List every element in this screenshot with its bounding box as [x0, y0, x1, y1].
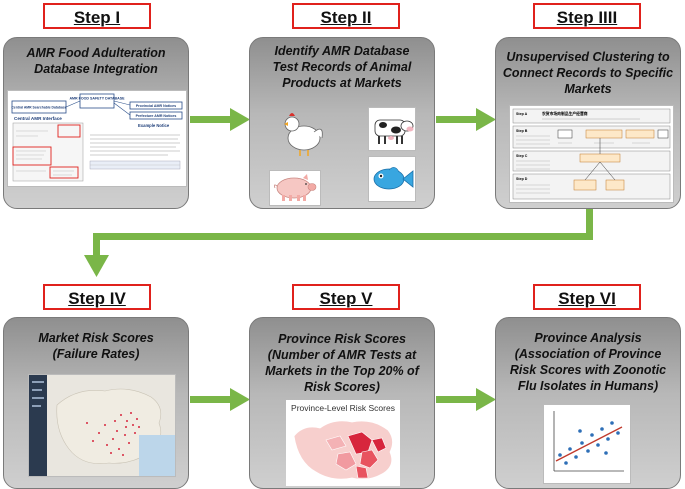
- step-1-panel: AMR Food Adulteration Database Integrati…: [3, 37, 189, 209]
- center-box-text: AMR FOOD SAFETY DATABASE: [69, 97, 125, 101]
- scatter-plot-card: [543, 404, 631, 484]
- chinese-title: 农贸市场肉制品生产经营商: [541, 111, 588, 116]
- right-box-1-text: Provincial AMR Notices: [136, 104, 176, 108]
- cluster-step-a: Step A: [516, 112, 528, 116]
- step-6-panel: Province Analysis (Association of Provin…: [495, 317, 681, 489]
- province-risk-map: Province-Level Risk Scores: [286, 400, 400, 486]
- cow-icon: [368, 107, 416, 151]
- arrow-step1-to-step2: [190, 108, 250, 131]
- step-4-label: Step IV: [43, 284, 151, 310]
- cluster-step-b: Step B: [516, 129, 528, 133]
- association-scatter-plot: [553, 411, 624, 472]
- step-6-title: Province Analysis (Association of Provin…: [509, 331, 667, 393]
- step-1-diagram-card: AMR FOOD SAFETY DATABASE Central AMR Sea…: [7, 90, 187, 187]
- province-map-title: Province-Level Risk Scores: [291, 403, 395, 413]
- arrow-step2-to-step3: [436, 108, 496, 131]
- step-4-title: Market Risk Scores (Failure Rates): [38, 331, 154, 361]
- right-box-2-text: Prefecture AMR Notices: [136, 114, 177, 118]
- step-2-title: Identify AMR Database Test Records of An…: [272, 44, 412, 90]
- clustering-diagram: Step A 农贸市场肉制品生产经营商 Step B Step C Step D: [512, 108, 671, 200]
- example-title-text: Example Notice: [138, 123, 170, 128]
- pig-icon: [269, 170, 321, 206]
- market-risk-map: [28, 374, 176, 477]
- step-6-label: Step VI: [533, 284, 641, 310]
- cluster-step-c: Step C: [516, 154, 528, 158]
- database-integration-diagram: AMR FOOD SAFETY DATABASE Central AMR Sea…: [11, 93, 183, 182]
- step-2-label: Step II: [292, 3, 400, 29]
- step-3-label: Step IIII: [533, 3, 641, 29]
- left-box-text: Central AMR Searchable Database: [11, 106, 66, 110]
- arrow-step5-to-step6: [436, 388, 496, 411]
- step-1-title: AMR Food Adulteration Database Integrati…: [26, 46, 166, 76]
- cluster-step-d: Step D: [516, 177, 528, 181]
- step-5-title: Province Risk Scores (Number of AMR Test…: [265, 332, 419, 394]
- fish-icon: [368, 156, 416, 202]
- step-2-panel: Identify AMR Database Test Records of An…: [249, 37, 435, 209]
- arrow-step3-to-step4: [84, 203, 593, 277]
- step-4-panel: Market Risk Scores (Failure Rates): [3, 317, 189, 489]
- step-3-title: Unsupervised Clustering to Connect Recor…: [502, 50, 674, 96]
- step-3-clustering-card: Step A 农贸市场肉制品生产经营商 Step B Step C Step D: [509, 105, 674, 203]
- step-1-label: Step I: [43, 3, 151, 29]
- step-3-panel: Unsupervised Clustering to Connect Recor…: [495, 37, 681, 209]
- chicken-icon: [280, 108, 324, 158]
- step-5-label: Step V: [292, 284, 400, 310]
- arrow-step4-to-step5: [190, 388, 250, 411]
- interface-title-text: Central AMR Interface: [14, 116, 62, 121]
- step-5-panel: Province Risk Scores (Number of AMR Test…: [249, 317, 435, 489]
